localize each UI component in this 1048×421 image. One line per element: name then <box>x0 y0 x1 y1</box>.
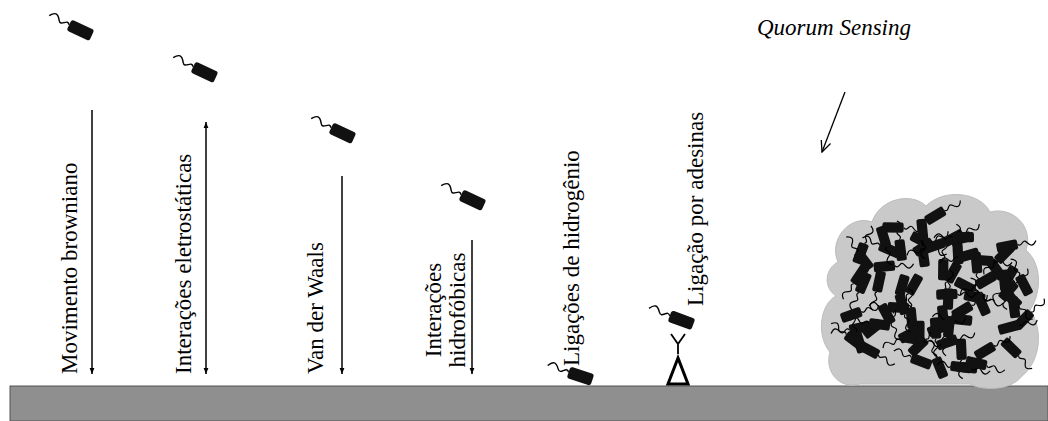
adhesin <box>671 334 685 354</box>
force-label: Interações hidrofóbicas <box>422 246 470 374</box>
bacterium <box>905 237 946 260</box>
force-arrow <box>471 240 473 374</box>
bacterium <box>47 10 95 41</box>
bacterium <box>171 52 219 83</box>
bacterium <box>939 247 980 268</box>
bacterium <box>935 328 976 351</box>
bacterium <box>647 303 695 330</box>
surface <box>10 386 1048 421</box>
force-arrow <box>341 176 343 374</box>
force-label: Ligação por adesinas <box>684 112 708 306</box>
bacterium <box>902 332 943 349</box>
bacterium <box>997 315 1038 335</box>
bacterium <box>1000 288 1036 323</box>
bacterium <box>847 271 872 312</box>
bacterium <box>439 180 487 211</box>
bacterium <box>873 259 914 273</box>
receptor-triangle <box>668 358 688 384</box>
bacterium <box>936 288 976 300</box>
force-label: Ligações de hidrogênio <box>560 150 584 366</box>
bacterium <box>894 292 915 333</box>
bacterium <box>828 319 866 351</box>
bacteria-group <box>47 10 1048 386</box>
bacterium <box>840 300 881 323</box>
bacterium <box>965 356 1006 375</box>
bacterium <box>909 231 949 259</box>
force-arrow <box>205 122 207 374</box>
bacterium <box>877 302 905 342</box>
bacterium <box>996 235 1037 253</box>
force-label: Movimento browniano <box>58 163 82 374</box>
bacterium <box>892 346 933 370</box>
bacterium <box>916 219 930 260</box>
force-arrow <box>91 110 93 374</box>
bacterium <box>842 234 874 272</box>
bacterium <box>924 196 963 225</box>
biofilm-matrix <box>821 195 1038 389</box>
bacterium <box>882 222 922 233</box>
force-label: Interações eletrostáticas <box>172 154 196 374</box>
bacterium <box>973 332 1013 361</box>
bacterium <box>930 317 943 358</box>
force-label: Van der Waals <box>304 242 328 374</box>
bacterium <box>958 271 998 300</box>
bacterium <box>875 225 897 266</box>
bacterium <box>309 113 357 144</box>
pointer-arrow <box>822 92 845 152</box>
process-label: Quorum Sensing <box>757 16 911 40</box>
